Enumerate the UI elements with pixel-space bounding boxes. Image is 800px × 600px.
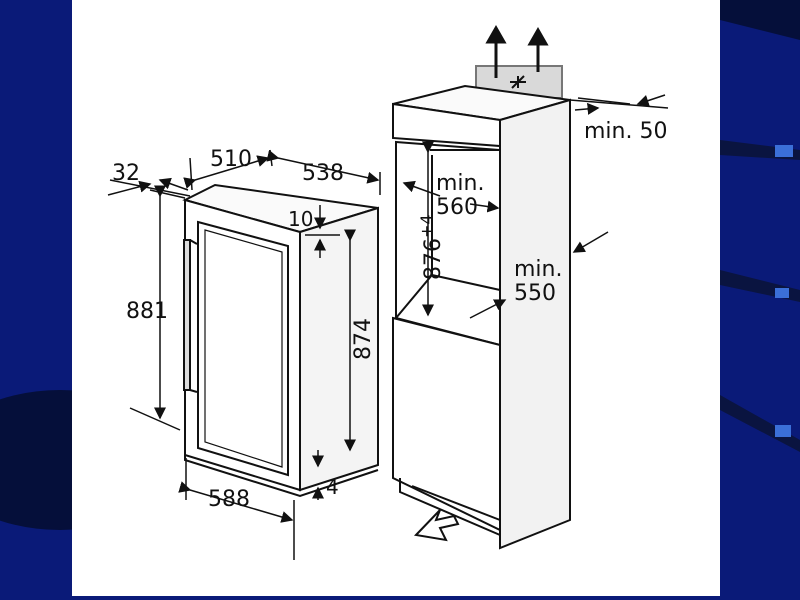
- dim-line-depth: [266, 149, 380, 184]
- appliance-drawing: [182, 183, 379, 498]
- label-inner-height: 874: [351, 318, 376, 360]
- label-niche-width-min: min.: [436, 171, 484, 196]
- dim-line-door-offset: [107, 180, 152, 196]
- dim-line-width: [183, 155, 270, 189]
- label-top-gap: 10: [288, 207, 313, 231]
- label-top-vent: min. 50: [584, 119, 667, 144]
- niche-cabinet-drawing: [392, 65, 571, 550]
- label-niche-width-value: 560: [436, 195, 478, 220]
- label-width: 510: [210, 147, 252, 172]
- label-niche-depth-value: 550: [514, 281, 556, 306]
- inlet-arrow-icon: [413, 509, 460, 542]
- label-niche-height: 876+4: [417, 214, 446, 280]
- dim-line-open-depth: [178, 481, 294, 523]
- label-height: 881: [126, 299, 168, 324]
- dim-line-top-vent: [577, 97, 631, 105]
- label-open-depth: 588: [208, 487, 250, 512]
- label-niche-tolerance: +4: [417, 214, 436, 238]
- airflow-arrows: [485, 24, 549, 78]
- dim-line-niche-width: [402, 180, 441, 197]
- fan-icon: [510, 75, 526, 89]
- label-depth: 538: [302, 161, 344, 186]
- label-door-offset: 32: [112, 161, 140, 186]
- label-bottom-gap: 4: [326, 475, 339, 499]
- dim-line-niche-depth: [572, 231, 609, 253]
- label-niche-depth-min: min.: [514, 257, 562, 282]
